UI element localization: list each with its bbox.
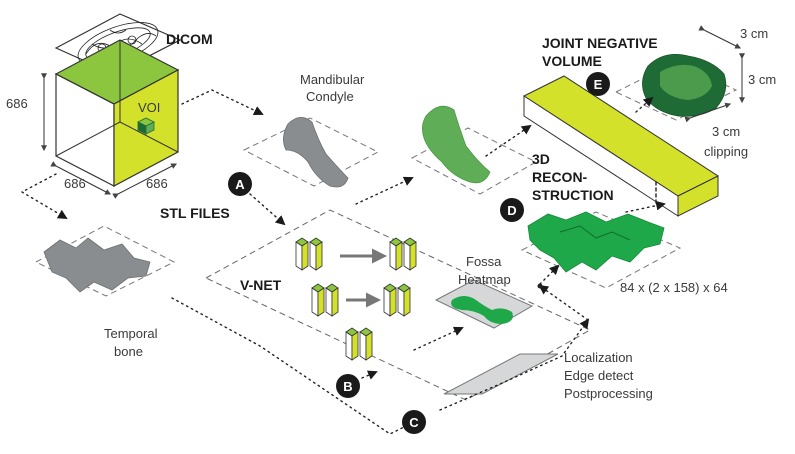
stl-files-label: STL FILES	[160, 205, 230, 221]
clipping-label: clipping	[704, 144, 748, 159]
voi-label: VOI	[138, 100, 160, 115]
vnet-label: V-NET	[240, 277, 282, 293]
dim-arrow-right	[112, 163, 178, 199]
dim-arrow-left	[50, 161, 112, 195]
reconstruction-green-mesh	[527, 211, 665, 273]
dim-label-right: 686	[146, 176, 168, 191]
badge-b-text: B	[343, 379, 352, 394]
arrow-reconstruction-to-prism	[625, 200, 666, 213]
badge-a: A	[228, 172, 252, 196]
badge-c-text: C	[409, 415, 419, 430]
size-label: 84 x (2 x 158) x 64	[620, 280, 728, 295]
cm-label-top: 3 cm	[740, 26, 768, 41]
fossa-label-2: Heatmap	[458, 272, 511, 287]
temporal-label-2: bone	[114, 344, 143, 359]
badge-e: E	[586, 72, 610, 96]
dicom-cube	[54, 13, 182, 187]
arrow-to-green-condyle	[355, 176, 414, 205]
fossa-label-1: Fossa	[466, 254, 502, 269]
cm-arrow-bottom	[684, 102, 732, 123]
temporal-label-1: Temporal	[104, 326, 158, 341]
arrow-dicom-to-temporal	[20, 173, 68, 219]
badge-e-text: E	[594, 77, 603, 92]
condyle-green-mesh	[422, 105, 491, 184]
dim-label-vertical: 686	[6, 96, 28, 111]
joint-label-1: JOINT NEGATIVE	[542, 35, 658, 51]
temporal-bone-gray-mesh	[43, 237, 151, 293]
recon-label-1: 3D	[532, 151, 550, 167]
reconstruction-mesh-detail	[559, 225, 631, 241]
mandibular-condyle-gray-mesh	[283, 117, 349, 188]
postprocessing-label: Postprocessing	[564, 386, 653, 401]
badge-b: B	[336, 374, 360, 398]
dicom-label: DICOM	[166, 31, 213, 47]
localization-label: Localization	[564, 350, 633, 365]
badge-a-text: A	[235, 177, 245, 192]
joint-volume-highlight	[660, 64, 712, 100]
arrow-b	[361, 370, 378, 380]
arrow-to-fossa-dot	[538, 284, 589, 321]
vnet-blocks	[295, 237, 417, 361]
arrow-a-to-vnet	[249, 193, 286, 226]
mandibular-label-1: Mandibular	[300, 72, 365, 87]
recon-label-2: RECON-	[532, 169, 588, 185]
postprocessing-plane	[443, 353, 559, 395]
fossa-heatmap-plane	[434, 279, 534, 329]
arrow-temporal-to-c	[171, 297, 419, 435]
badge-d-text: D	[507, 203, 516, 218]
mandibular-label-2: Condyle	[306, 89, 354, 104]
dim-label-left: 686	[64, 176, 86, 191]
edge-detect-label: Edge detect	[564, 368, 634, 383]
cm-label-right: 3 cm	[748, 72, 776, 87]
badge-d: D	[500, 198, 524, 222]
cm-arrow-top	[698, 25, 742, 49]
joint-label-2: VOLUME	[542, 53, 602, 69]
arrow-fossa-to-reconstruction	[539, 264, 560, 285]
fossa-junction-dot	[537, 283, 543, 289]
recon-label-3: STRUCTION	[532, 187, 614, 203]
clipping-prism	[522, 75, 720, 217]
fossa-heatmap-blob	[451, 296, 513, 324]
badge-c: C	[402, 410, 426, 434]
arrow-vnet-to-fossa	[413, 326, 464, 351]
arrow-c-to-fossa	[439, 318, 590, 411]
cm-label-bottom: 3 cm	[712, 124, 740, 139]
arrow-to-prism	[485, 124, 532, 157]
arrow-dicom-to-condyle	[181, 89, 264, 116]
voi-cube	[137, 117, 155, 135]
vnet-dashed-panel	[204, 209, 592, 401]
arrow-prism-to-joint-volume	[635, 96, 654, 113]
temporal-dashed-plane	[34, 225, 176, 297]
